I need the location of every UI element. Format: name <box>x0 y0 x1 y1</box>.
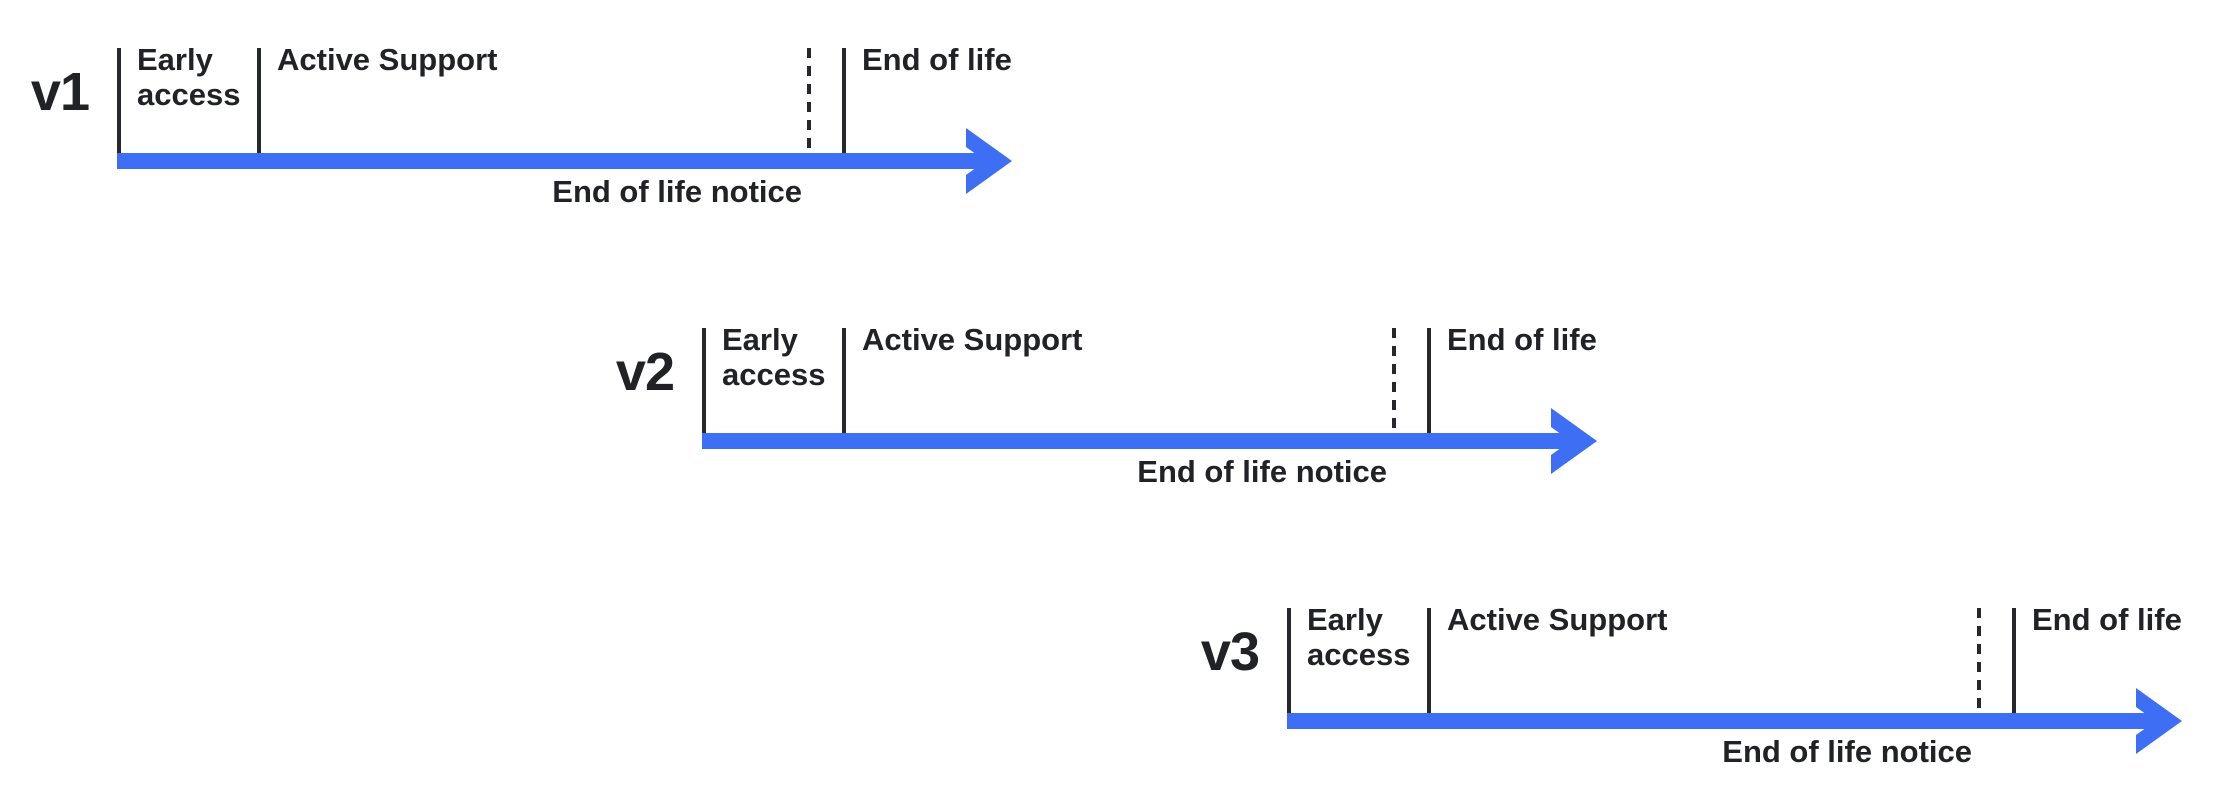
timeline-v2: v2 Early access Active Support End of li… <box>616 322 1662 563</box>
eol-notice-dashed-line <box>1392 328 1396 428</box>
eol-notice-dashed-line <box>807 48 811 148</box>
end-of-life-notice-label: End of life notice <box>1137 454 1387 489</box>
end-of-life-tick <box>1427 328 1431 433</box>
end-of-life-label: End of life <box>2032 602 2182 637</box>
timeline-bar <box>117 153 987 169</box>
arrowhead-icon <box>2136 688 2182 754</box>
early-access-label: Early access <box>1307 602 1411 672</box>
timeline-bar <box>1287 713 2157 729</box>
early-access-label: Early access <box>722 322 826 392</box>
end-of-life-notice-label: End of life notice <box>1722 734 1972 769</box>
end-of-life-label: End of life <box>862 42 1012 77</box>
active-support-start-tick <box>257 48 261 153</box>
version-label: v1 <box>30 62 90 122</box>
early-access-start-tick <box>702 328 706 433</box>
end-of-life-label: End of life <box>1447 322 1597 357</box>
version-label: v2 <box>615 342 675 402</box>
timeline-v1: v1 Early access Active Support End of li… <box>31 42 1077 283</box>
version-label: v3 <box>1200 622 1260 682</box>
end-of-life-tick <box>2012 608 2016 713</box>
timeline-v3: v3 Early access Active Support End of li… <box>1201 602 2228 812</box>
active-support-label: Active Support <box>862 322 1083 357</box>
active-support-label: Active Support <box>1447 602 1668 637</box>
active-support-start-tick <box>1427 608 1431 713</box>
arrowhead-icon <box>1551 408 1597 474</box>
early-access-start-tick <box>1287 608 1291 713</box>
end-of-life-tick <box>842 48 846 153</box>
early-access-label: Early access <box>137 42 241 112</box>
arrowhead-icon <box>966 128 1012 194</box>
end-of-life-notice-label: End of life notice <box>552 174 802 209</box>
early-access-start-tick <box>117 48 121 153</box>
active-support-start-tick <box>842 328 846 433</box>
active-support-label: Active Support <box>277 42 498 77</box>
timeline-bar <box>702 433 1572 449</box>
eol-notice-dashed-line <box>1977 608 1981 708</box>
